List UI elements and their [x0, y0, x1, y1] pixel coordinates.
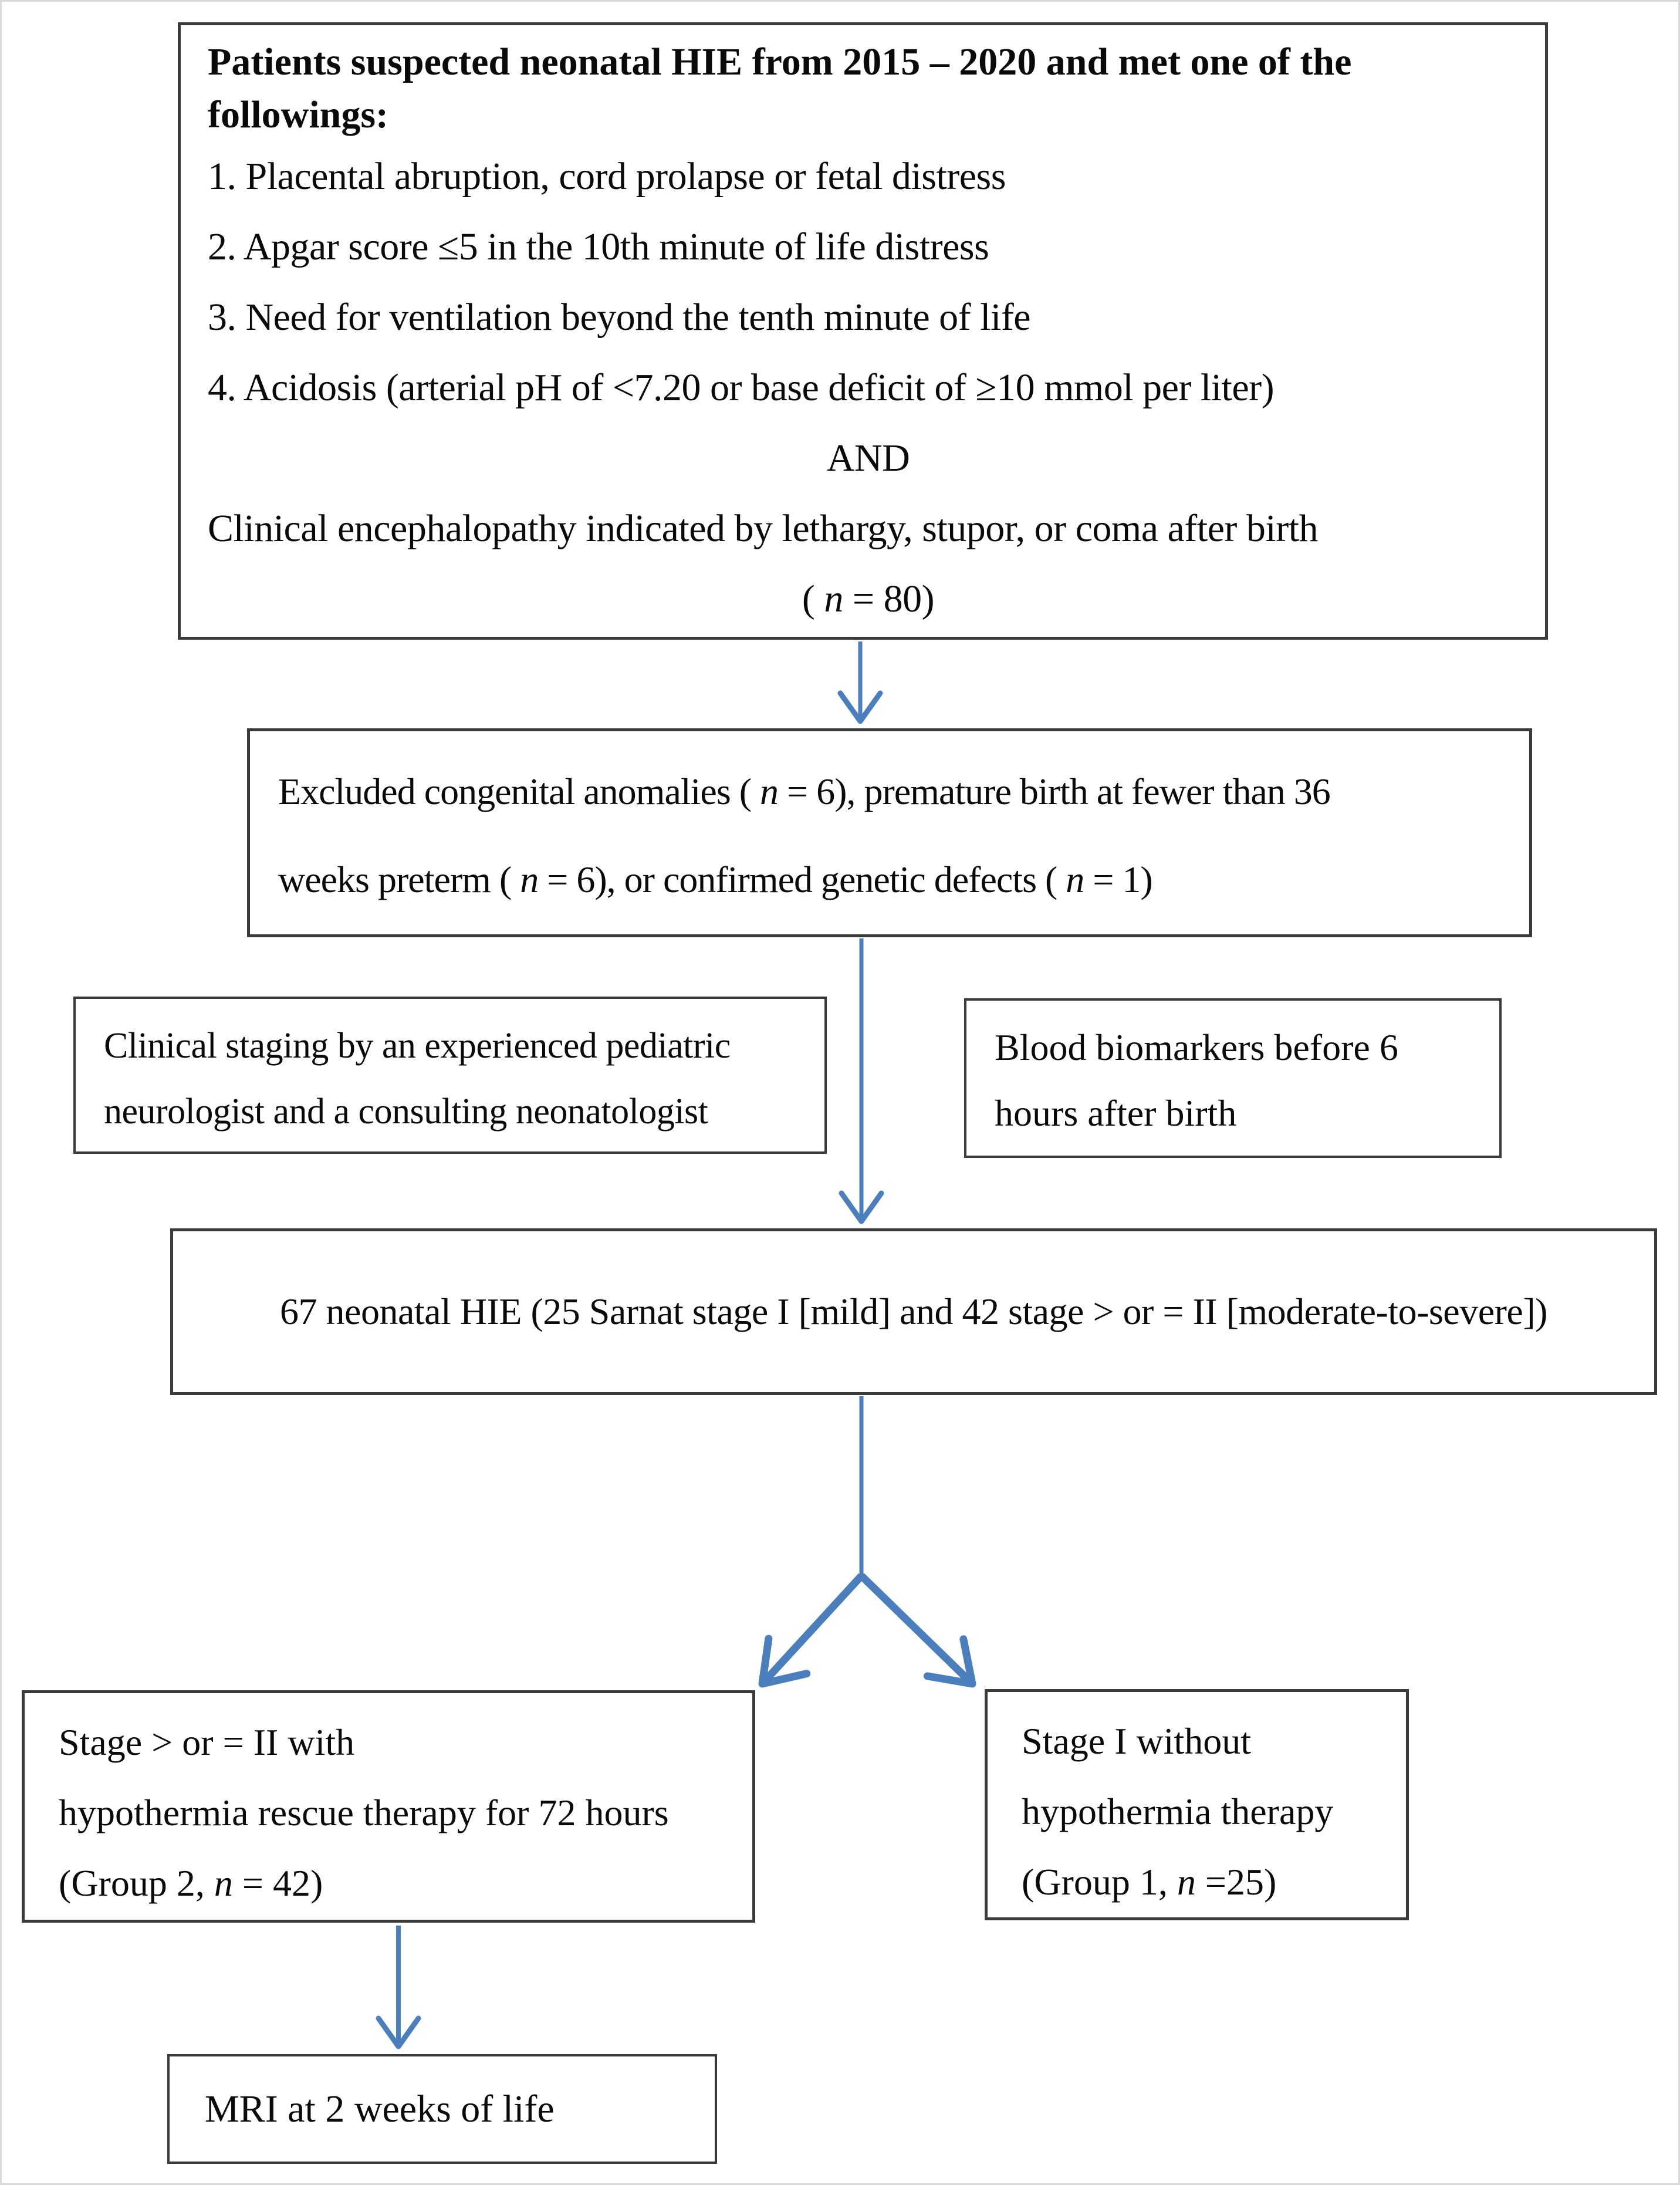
- group2-hypothermia-box: Stage > or = II with hypothermia rescue t…: [22, 1690, 755, 1923]
- text-segment: (: [802, 578, 824, 620]
- text-segment: hypothermia rescue therapy for 72 hours: [59, 1792, 669, 1833]
- mri-box: MRI at 2 weeks of life: [167, 2054, 717, 2164]
- text-segment: = 1): [1084, 859, 1152, 900]
- text-line: hours after birth: [995, 1080, 1489, 1146]
- text-segment: hours after birth: [995, 1092, 1237, 1134]
- text-segment: weeks preterm (: [278, 859, 520, 900]
- group1-no-hypothermia-box: Stage I without hypothermia therapy (Group…: [985, 1689, 1409, 1920]
- branch-left-arrow-to-group2: [758, 1573, 864, 1688]
- text-segment: n: [760, 771, 779, 812]
- sarnat-box-text: 67 neonatal HIE (25 Sarnat stage I [mild…: [280, 1291, 1547, 1332]
- text-segment: 1. Placental abruption, cord prolapse or…: [208, 155, 1006, 198]
- text-segment: Blood biomarkers before 6: [995, 1026, 1398, 1068]
- text-line: Patients suspected neonatal HIE from 201…: [208, 36, 1529, 89]
- blood-biomarkers-box: Blood biomarkers before 6 hours after bir…: [964, 998, 1502, 1158]
- text-segment: Excluded congenital anomalies (: [278, 771, 760, 812]
- text-line: Clinical staging by an experienced pedia…: [104, 1013, 814, 1079]
- text-segment: neurologist and a consulting neonatologi…: [104, 1092, 708, 1132]
- text-segment: Patients suspected neonatal HIE from 201…: [208, 40, 1352, 83]
- text-line: 3. Need for ventilation beyond the tenth…: [208, 282, 1529, 353]
- inclusion-criteria-box: Patients suspected neonatal HIE from 201…: [178, 22, 1548, 640]
- text-segment: AND: [826, 437, 910, 479]
- text-segment: = 42): [232, 1862, 323, 1904]
- text-segment: followings:: [208, 93, 389, 136]
- text-segment: Stage I without: [1022, 1720, 1252, 1762]
- criteria-title: Patients suspected neonatal HIE from 201…: [208, 36, 1529, 141]
- text-line: neurologist and a consulting neonatologi…: [104, 1079, 814, 1144]
- clinical-staging-box: Clinical staging by an experienced pedia…: [73, 997, 827, 1154]
- text-line: followings:: [208, 89, 1529, 141]
- text-segment: 2. Apgar score ≤5 in the 10th minute of …: [208, 225, 989, 268]
- text-segment: = 6), premature birth at fewer than 36: [778, 771, 1331, 812]
- text-segment: =25): [1195, 1861, 1277, 1903]
- text-line: weeks preterm ( n = 6), or confirmed gen…: [278, 836, 1517, 924]
- text-line: (Group 2, n = 42): [59, 1848, 742, 1919]
- criteria-list: 1. Placental abruption, cord prolapse or…: [208, 141, 1529, 634]
- text-segment: n: [1066, 859, 1084, 900]
- text-segment: n: [824, 578, 843, 620]
- text-segment: (Group 1,: [1022, 1861, 1177, 1903]
- branch-right-arrow-to-group1: [858, 1573, 976, 1688]
- text-line: 1. Placental abruption, cord prolapse or…: [208, 141, 1529, 212]
- text-line: Stage I without: [1022, 1706, 1395, 1777]
- text-segment: Clinical staging by an experienced pedia…: [104, 1026, 731, 1066]
- text-segment: Clinical encephalopathy indicated by let…: [208, 507, 1319, 550]
- text-line: 2. Apgar score ≤5 in the 10th minute of …: [208, 212, 1529, 282]
- text-segment: hypothermia therapy: [1022, 1791, 1334, 1832]
- excluded-patients-box: Excluded congenital anomalies ( n = 6), …: [247, 728, 1532, 937]
- text-segment: n: [1177, 1861, 1196, 1903]
- text-line: Blood biomarkers before 6: [995, 1015, 1489, 1080]
- text-line: 4. Acidosis (arterial pH of <7.20 or bas…: [208, 353, 1529, 423]
- text-line: hypothermia rescue therapy for 72 hours: [59, 1778, 742, 1848]
- text-line: (Group 1, n =25): [1022, 1847, 1395, 1917]
- text-line: Clinical encephalopathy indicated by let…: [208, 494, 1529, 564]
- text-segment: (Group 2,: [59, 1862, 214, 1904]
- text-segment: Stage > or = II with: [59, 1721, 355, 1763]
- text-segment: 4. Acidosis (arterial pH of <7.20 or bas…: [208, 366, 1275, 409]
- text-segment: = 80): [843, 578, 935, 620]
- text-segment: n: [520, 859, 539, 900]
- text-segment: = 6), or confirmed genetic defects (: [538, 859, 1066, 900]
- mri-box-text: MRI at 2 weeks of life: [205, 2087, 555, 2130]
- text-line: ( n = 80): [208, 564, 1529, 634]
- text-line: hypothermia therapy: [1022, 1777, 1395, 1847]
- text-line: AND: [208, 423, 1529, 494]
- text-line: Excluded congenital anomalies ( n = 6), …: [278, 748, 1517, 836]
- text-segment: n: [214, 1862, 233, 1904]
- neonatal-hie-sarnat-box: 67 neonatal HIE (25 Sarnat stage I [mild…: [170, 1228, 1657, 1395]
- text-line: Stage > or = II with: [59, 1707, 742, 1778]
- text-segment: 3. Need for ventilation beyond the tenth…: [208, 296, 1031, 339]
